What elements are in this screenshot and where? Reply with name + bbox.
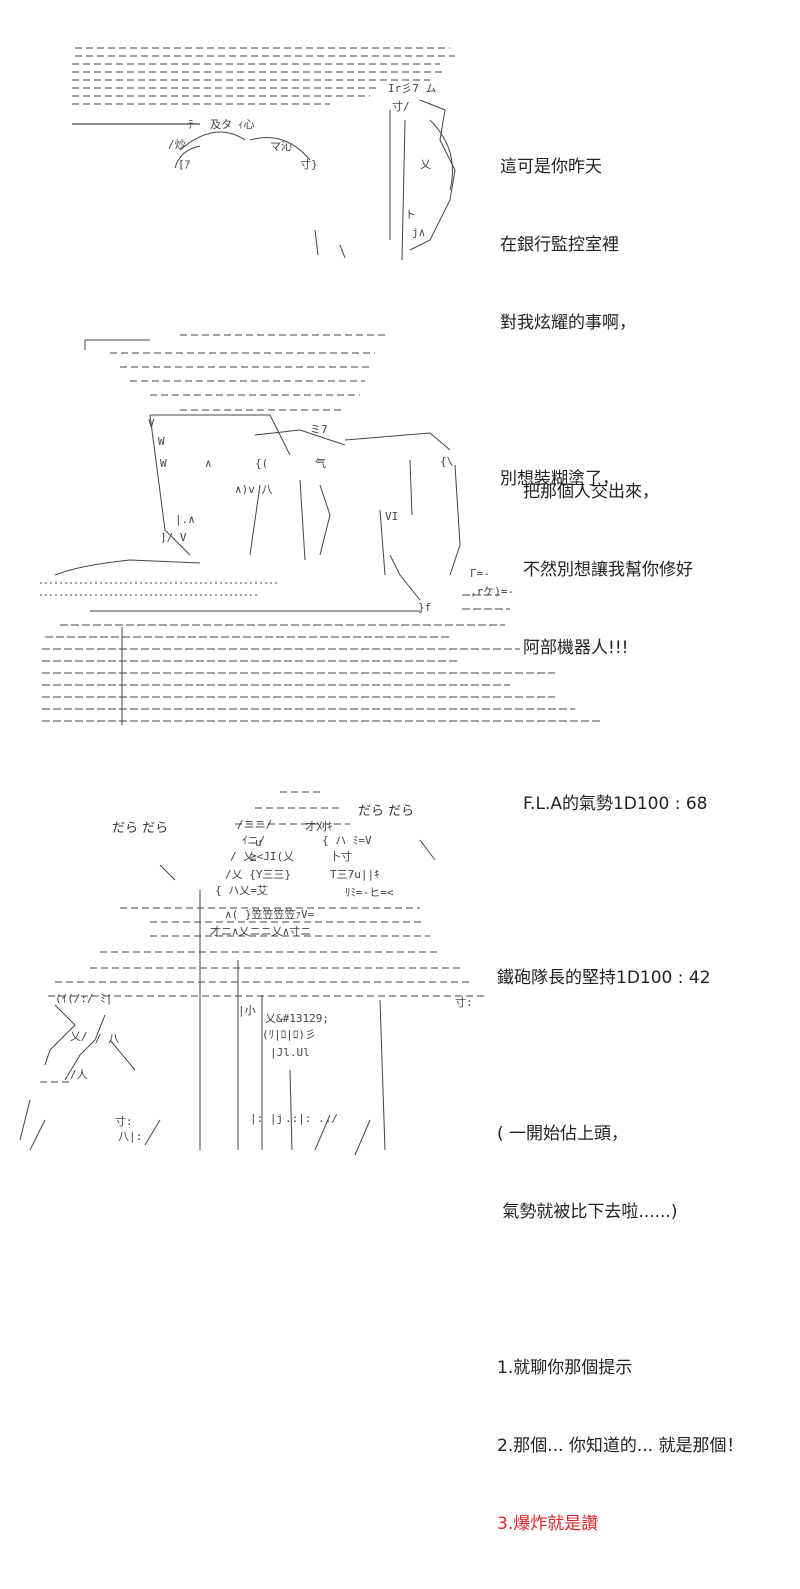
sfx-right: だら だら bbox=[358, 804, 415, 819]
caption-line: 鐵砲隊長的堅持1D100 : 42 bbox=[497, 968, 711, 988]
svg-text:]/ V: ]/ V bbox=[160, 531, 187, 544]
caption-line: 1.就聊你那個提示 bbox=[497, 1358, 633, 1378]
panel-2-caption: 把那個人交出來， 不然別想讓我幫你修好 阿部機器人!!! F.L.A的氣勢1D1… bbox=[523, 427, 707, 869]
svg-text:/ニニ/: /ニニ/ bbox=[237, 818, 272, 831]
caption-line bbox=[523, 713, 707, 739]
svg-text:乂&#13129;: 乂&#13129; bbox=[265, 1012, 329, 1025]
svg-text:乂: 乂 bbox=[420, 158, 431, 171]
svg-text:W: W bbox=[160, 457, 167, 470]
svg-text:W: W bbox=[158, 435, 165, 448]
panel-1-caption: 這可是你昨天 在銀行監控室裡 對我炫耀的事啊， 別想裝糊塗了， bbox=[500, 102, 636, 544]
svg-text:∧( }笠笠笠笠ｧV=: ∧( }笠笠笠笠ｧV= bbox=[225, 907, 315, 921]
svg-text:マ沁: マ沁 bbox=[270, 140, 292, 153]
svg-text:u: u bbox=[255, 836, 262, 849]
svg-text:寸:: 寸: bbox=[115, 1114, 133, 1128]
svg-text:,rケ)=-: ,rケ)=- bbox=[470, 585, 514, 598]
panel-3-caption: 鐵砲隊長的堅持1D100 : 42 ( 一開始佔上頭， 氣勢就被比下去啦....… bbox=[497, 913, 743, 1589]
caption-line: 別想裝糊塗了， bbox=[500, 469, 619, 489]
panel-2: V W W ∧ {( 气 ∧)v 八 |.∧ ]/ V ミ7 VI {\ Γ=-… bbox=[0, 315, 800, 814]
caption-highlight-line: 3.爆炸就是讚 bbox=[497, 1514, 599, 1534]
svg-text:∧)v 八: ∧)v 八 bbox=[235, 483, 273, 496]
svg-text:|Jl.Ul: |Jl.Ul bbox=[270, 1046, 310, 1059]
svg-text:V: V bbox=[148, 417, 155, 430]
panel-1-ascii-art: ﾃ 及タ ｨ心 /炒 マ沁 [ｱ 寸} Ir彡7 ム 寸/ 乂 ト j∧ bbox=[72, 47, 456, 261]
svg-text:八|:: 八|: bbox=[118, 1130, 142, 1143]
svg-text:{ ハ ﾐ=V: { ハ ﾐ=V bbox=[322, 834, 372, 847]
svg-text:(ｲ(/:/ ﾐ|: (ｲ(/:/ ﾐ| bbox=[55, 992, 112, 1005]
svg-text:/ 乂: / 乂 bbox=[230, 850, 254, 863]
caption-line: F.L.A的氣勢1D100 : 68 bbox=[523, 794, 708, 814]
svg-text:才ニ∧乂ニニ乂∧寸ニ: 才ニ∧乂ニニ乂∧寸ニ bbox=[210, 924, 311, 938]
svg-text:(ﾘ|ﾛ|ﾛ)彡: (ﾘ|ﾛ|ﾛ)彡 bbox=[262, 1028, 316, 1041]
caption-line: 這可是你昨天 bbox=[500, 157, 602, 177]
svg-text:|: |j: |: |j bbox=[250, 1112, 283, 1125]
caption-line bbox=[497, 1043, 743, 1069]
svg-text:j∧: j∧ bbox=[412, 226, 425, 239]
svg-text:/炒: /炒 bbox=[168, 138, 186, 151]
svg-text:寸:: 寸: bbox=[455, 995, 473, 1009]
svg-text:≧<JI(乂: ≧<JI(乂 bbox=[250, 850, 294, 863]
svg-text:[ｱ: [ｱ bbox=[178, 158, 191, 171]
svg-text:|小: |小 bbox=[238, 1004, 256, 1017]
caption-line: 對我炫耀的事啊， bbox=[500, 313, 636, 333]
svg-text:{\: {\ bbox=[440, 455, 453, 468]
svg-text:寸/: 寸/ bbox=[392, 99, 410, 113]
svg-text:∧: ∧ bbox=[205, 457, 212, 470]
sfx-left: だら だら bbox=[112, 821, 169, 836]
caption-line: 氣勢就被比下去啦......) bbox=[497, 1202, 678, 1222]
svg-text:及タ: 及タ bbox=[210, 118, 232, 131]
caption-line: 不然別想讓我幫你修好 bbox=[523, 560, 693, 580]
svg-text:ﾘﾐ=-ヒ=<: ﾘﾐ=-ヒ=< bbox=[345, 886, 394, 899]
svg-text:.:|: ../: .:|: ../ bbox=[285, 1112, 338, 1125]
svg-text:}f: }f bbox=[418, 601, 431, 614]
caption-line: 在銀行監控室裡 bbox=[500, 235, 619, 255]
svg-text:ｲニ/: ｲニ/ bbox=[242, 834, 265, 847]
panel-3: だら だら だら だら bbox=[0, 770, 800, 1534]
svg-text:|.∧: |.∧ bbox=[175, 513, 195, 526]
panel-1: ﾃ 及タ ｨ心 /炒 マ沁 [ｱ 寸} Ir彡7 ム 寸/ 乂 ト j∧ 這可是… bbox=[0, 0, 800, 489]
svg-text:乂/: 乂/ bbox=[70, 1030, 88, 1043]
svg-text:/ 八: / 八 bbox=[95, 1032, 119, 1045]
svg-text:T三7u||ｷ: T三7u||ｷ bbox=[330, 868, 380, 881]
caption-line: 2.那個... 你知道的... 就是那個！ bbox=[497, 1436, 744, 1456]
svg-text:ｨ心: ｨ心 bbox=[238, 118, 255, 131]
svg-text:/人: /人 bbox=[70, 1068, 88, 1081]
svg-text:{(: {( bbox=[255, 457, 268, 470]
panel-2-ascii-art: V W W ∧ {( 气 ∧)v 八 |.∧ ]/ V ミ7 VI {\ Γ=-… bbox=[40, 334, 600, 725]
svg-text:ト: ト bbox=[405, 208, 416, 221]
svg-text:VI: VI bbox=[385, 510, 398, 523]
svg-text:/乂 {Y三三}: /乂 {Y三三} bbox=[225, 868, 291, 881]
svg-text:才刈ｷ: 才刈ｷ bbox=[305, 819, 333, 833]
svg-text:卜寸: 卜寸 bbox=[330, 849, 352, 863]
panel-3-ascii-art: /ニニ/ 才刈ｷ ｲニ/ u { ハ ﾐ=V / 乂 ≧<JI(乂 卜寸 /乂 … bbox=[19, 791, 485, 1156]
svg-text:Γ=-: Γ=- bbox=[470, 567, 490, 580]
svg-text:{ ハ乂=艾: { ハ乂=艾 bbox=[215, 884, 268, 897]
svg-text:ミ7: ミ7 bbox=[310, 423, 328, 436]
caption-line: ( 一開始佔上頭， bbox=[497, 1124, 629, 1144]
svg-text:寸}: 寸} bbox=[300, 157, 318, 171]
caption-line: 阿部機器人!!! bbox=[523, 638, 629, 658]
caption-line: 把那個人交出來， bbox=[523, 482, 659, 502]
svg-text:Ir彡7 ム: Ir彡7 ム bbox=[388, 82, 437, 95]
caption-line bbox=[497, 1277, 743, 1303]
svg-text:气: 气 bbox=[315, 456, 326, 470]
svg-text:ﾃ: ﾃ bbox=[188, 118, 194, 131]
